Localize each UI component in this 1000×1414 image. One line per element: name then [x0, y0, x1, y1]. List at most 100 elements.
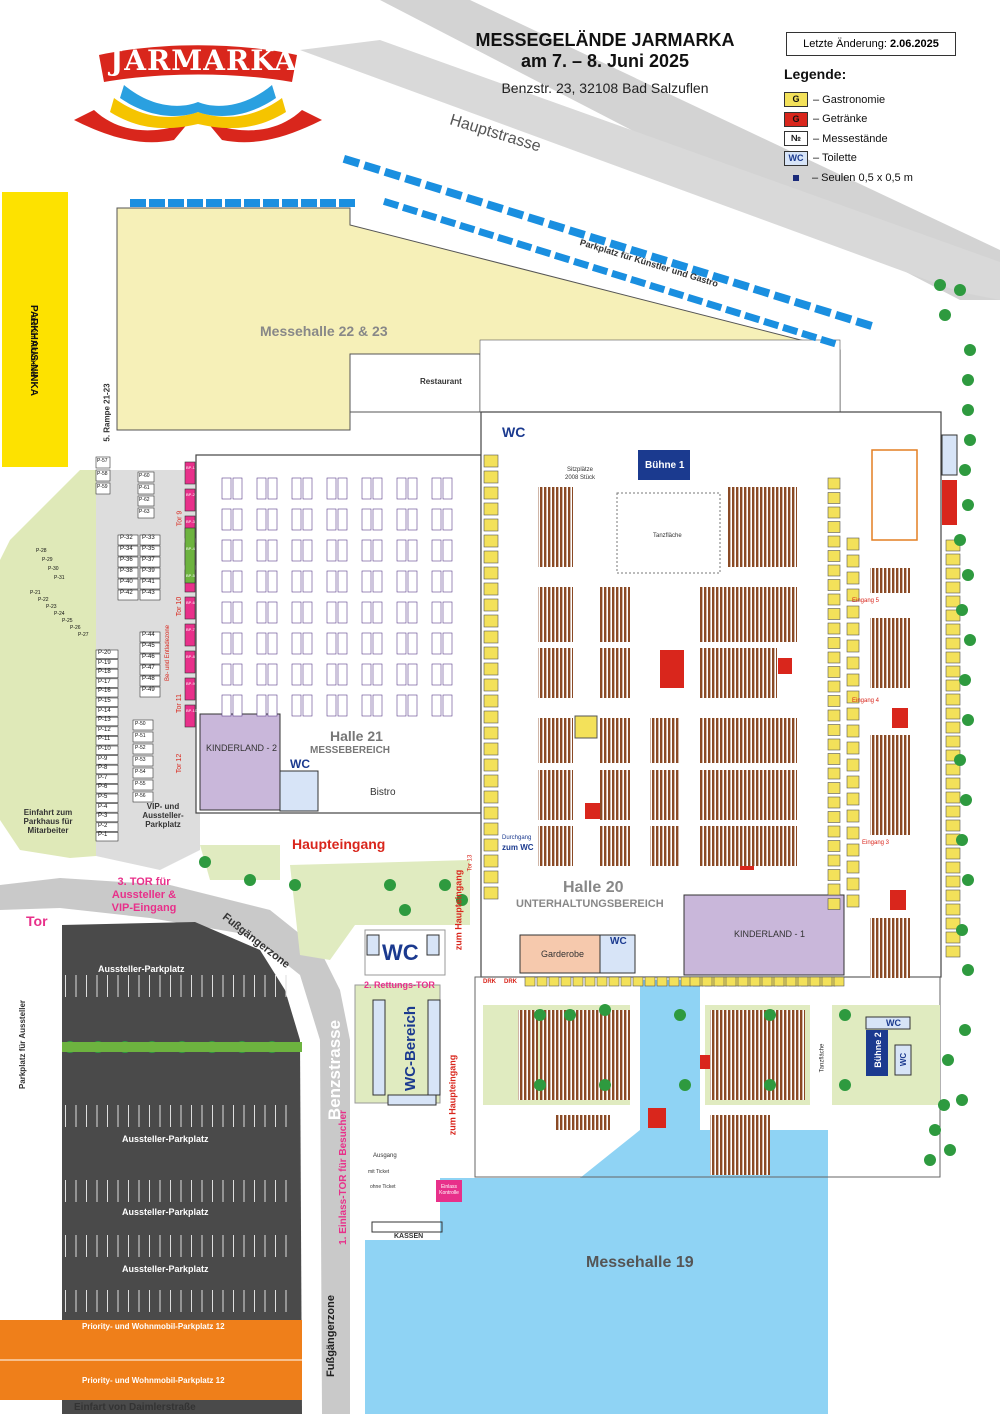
- parking-line: [117, 1105, 119, 1127]
- legend-item-gastronomie: G – Gastronomie: [784, 90, 994, 110]
- gastro-stand: [608, 976, 620, 987]
- p-stall-label: P-12: [98, 726, 111, 733]
- stand: [361, 601, 372, 624]
- p-stall: [95, 697, 119, 707]
- gastro-stand: [827, 898, 841, 910]
- gastro-stand: [483, 534, 499, 548]
- parking-space: [547, 220, 566, 233]
- parking-line: [138, 1105, 140, 1127]
- p-stall-label: P-24: [54, 611, 65, 617]
- parking-line: [243, 1290, 245, 1312]
- be-entladezone-label: Be- und Entladezone: [165, 624, 172, 682]
- parking-space: [383, 168, 402, 181]
- gastro-stand: [945, 567, 961, 580]
- legend-label: – Messestände: [813, 132, 888, 145]
- stand: [431, 663, 442, 686]
- parking-line: [254, 1290, 255, 1312]
- parking-line: [75, 1180, 77, 1202]
- p-stall-label: P-37: [142, 557, 155, 563]
- parking-line: [86, 1235, 87, 1257]
- tree: [599, 1079, 611, 1091]
- parking-line: [96, 1290, 98, 1312]
- stand: [302, 477, 313, 500]
- getraenke-swatch: G: [784, 111, 808, 127]
- stand: [361, 694, 372, 717]
- p-stall: [139, 675, 161, 687]
- gastro-stand: [536, 976, 548, 987]
- p-stall-label: P-19: [98, 659, 111, 666]
- green-strip: [62, 1042, 302, 1052]
- gastro-stand: [827, 796, 841, 809]
- gastro-stand: [827, 477, 841, 490]
- p-stall-label: P-26: [70, 625, 81, 631]
- p-stall: [132, 779, 154, 791]
- address: Benzstr. 23, 32108 Bad Salzuflen: [501, 80, 709, 96]
- stand: [431, 508, 442, 531]
- halle-21-sub-label: MESSEBEREICH: [310, 745, 391, 756]
- gastro-stand: [644, 976, 656, 987]
- parking-line: [243, 1180, 245, 1202]
- parking-space: [648, 282, 666, 294]
- gastro-stand: [827, 492, 841, 504]
- gastro-stand: [656, 976, 668, 987]
- parking-line: [264, 1235, 266, 1257]
- gastro-stand: [483, 774, 499, 788]
- p-stall-label: P-21: [30, 590, 41, 596]
- stand: [326, 632, 337, 655]
- parking-space: [781, 324, 799, 336]
- gastro-stand: [833, 976, 845, 987]
- kassen-label: KASSEN: [394, 1233, 424, 1240]
- parking-line: [233, 1290, 234, 1312]
- parking-line: [275, 975, 276, 997]
- p-stall-label: P-36: [120, 557, 133, 563]
- bp-stall-label: BP-7: [186, 627, 195, 632]
- parking-line: [138, 1180, 140, 1202]
- stand: [221, 508, 232, 531]
- p-stall-label: P-45: [142, 643, 155, 649]
- p-stall-label: P-60: [139, 473, 150, 479]
- gastronomie-swatch: G: [784, 92, 808, 108]
- parking-line: [170, 1235, 171, 1257]
- parking-line: [65, 1235, 66, 1257]
- parking-line: [180, 1290, 182, 1312]
- parking-line: [65, 1105, 66, 1127]
- tree: [962, 404, 974, 416]
- parking-line: [128, 975, 129, 997]
- aussteller-parkplatz-3: Aussteller-Parkplatz: [122, 1207, 209, 1217]
- gastro-stand: [827, 883, 841, 896]
- stand: [396, 663, 407, 686]
- gastro-stand: [483, 838, 499, 852]
- tree: [962, 374, 974, 386]
- gastro-stand: [827, 564, 841, 577]
- bp-stall: [184, 650, 196, 674]
- seating-rows: [870, 568, 910, 593]
- p-stall: [95, 822, 119, 832]
- parking-line: [75, 1235, 77, 1257]
- aussteller-parkplatz-1: Aussteller-Parkplatz: [98, 964, 185, 974]
- p-stall: [139, 534, 161, 546]
- gastro-stand: [548, 976, 560, 987]
- seating-rows: [727, 487, 797, 567]
- gastro-stand: [827, 608, 841, 620]
- legend-item-messestaende: № – Messestände: [784, 129, 994, 149]
- parking-space: [793, 298, 812, 311]
- p-stall: [95, 755, 119, 765]
- bp-stall-label: BP-6: [186, 600, 195, 605]
- eingang-5-label: Eingang 5: [852, 598, 880, 604]
- parking-space: [814, 304, 832, 317]
- jarmarka-logo: [64, 40, 332, 148]
- vip-area: [0, 470, 96, 858]
- bp-stall: [184, 623, 196, 647]
- p-stall-label: P-42: [120, 590, 133, 596]
- gastro-stand: [846, 877, 860, 891]
- p-stall: [95, 688, 119, 698]
- gastro-stand: [846, 775, 860, 789]
- parking-space: [282, 199, 298, 207]
- tree: [954, 754, 966, 766]
- parking-space: [382, 198, 400, 210]
- p-stall-label: P-13: [98, 717, 111, 724]
- p-stall: [137, 483, 155, 495]
- parking-line: [201, 975, 203, 997]
- p-stall: [95, 659, 119, 669]
